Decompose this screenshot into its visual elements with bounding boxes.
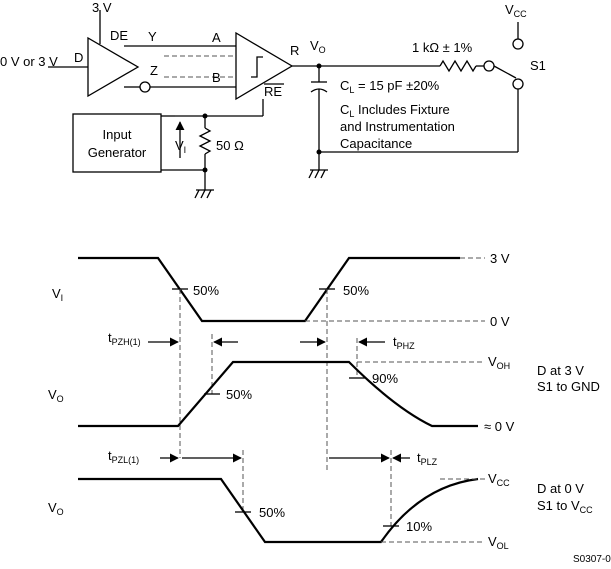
cl-note-line3: Capacitance <box>340 136 412 151</box>
vol-level: VOL <box>488 534 509 551</box>
load-resistor <box>439 59 477 73</box>
vi-rise-50: 50% <box>343 283 369 298</box>
vo1-rise-50: 50% <box>226 387 252 402</box>
vo2-waveform-group: VO VCC VOL 50% 10% D at 0 V S1 to VCC <box>48 471 593 551</box>
svg-text:Input: Input <box>103 127 132 142</box>
vcc-label: VCC <box>505 2 527 19</box>
vi-fall-50: 50% <box>193 283 219 298</box>
figure-id: S0307-01 <box>573 554 611 564</box>
receiver: A B R RE VO <box>164 30 440 117</box>
switch-vcc-terminal <box>512 38 524 50</box>
cond2-line2: S1 to VCC <box>537 498 593 515</box>
vi-waveform <box>78 256 460 323</box>
d-label: D <box>74 50 83 65</box>
vo1-low-level: ≈ 0 V <box>484 419 515 434</box>
switch-gnd-terminal <box>512 78 524 90</box>
de-label: DE <box>110 28 128 43</box>
tpzl-label: tPZL(1) <box>108 448 139 465</box>
svg-text:Generator: Generator <box>88 145 147 160</box>
r-label: R <box>290 43 299 58</box>
voh-level: VOH <box>488 354 510 371</box>
tpzh-marker: tPZH(1) <box>108 330 238 347</box>
tphz-label: tPHZ <box>393 334 415 351</box>
cond2-line1: D at 0 V <box>537 481 584 496</box>
driver: 3 V DE 0 V or 3 V D Y Z <box>0 0 236 98</box>
vo2-rise-10: 10% <box>406 519 432 534</box>
cl-note-line2: and Instrumentation <box>340 119 455 134</box>
z-open-terminal <box>139 81 151 93</box>
vi-label: VI <box>52 286 63 303</box>
tpzh-label: tPZH(1) <box>108 330 141 347</box>
load-network: CL = 15 pF ±20% CL Includes Fixture and … <box>308 2 546 179</box>
load-ground-symbol <box>308 169 328 179</box>
input-generator-box <box>72 113 162 173</box>
tplz-label: tPLZ <box>417 450 438 467</box>
tpzl-marker: tPZL(1) <box>108 448 242 465</box>
b-label: B <box>212 70 221 85</box>
vi-low-level: 0 V <box>490 314 510 329</box>
vi-waveform-group: VI 3 V 0 V 50% 50% <box>52 251 510 329</box>
tplz-marker: tPLZ <box>329 450 438 467</box>
termination-label: 50 Ω <box>216 138 244 153</box>
vo1-label: VO <box>48 387 64 404</box>
ground-symbol <box>194 189 214 199</box>
re-label: RE <box>264 84 282 99</box>
vo-label: VO <box>310 38 326 55</box>
supply-label: 3 V <box>92 0 112 15</box>
vi-high-level: 3 V <box>490 251 510 266</box>
vcc-level: VCC <box>488 471 510 488</box>
input-value-label: 0 V or 3 V <box>0 54 58 69</box>
load-resistor-label: 1 kΩ ± 1% <box>412 40 473 55</box>
cond1-line2: S1 to GND <box>537 379 600 394</box>
termination-resistor <box>198 127 212 155</box>
vo2-fall-50: 50% <box>259 505 285 520</box>
switch-blade <box>493 65 517 79</box>
cl-note-line1: CL Includes Fixture <box>340 102 450 119</box>
vi-label-schematic: VI <box>175 138 186 155</box>
cl-value-label: CL = 15 pF ±20% <box>340 78 440 95</box>
y-label: Y <box>148 29 157 44</box>
cond1-line1: D at 3 V <box>537 363 584 378</box>
vo2-label: VO <box>48 500 64 517</box>
switch-label: S1 <box>530 58 546 73</box>
switch-common <box>483 60 495 72</box>
a-label: A <box>212 30 221 45</box>
vo2-waveform <box>78 477 479 544</box>
input-generator: Input Generator VI 50 Ω <box>72 113 244 199</box>
vo1-waveform-group: VO VOH ≈ 0 V 50% 90% D at 3 V S1 to GND <box>48 354 600 434</box>
z-label: Z <box>150 63 158 78</box>
receiver-triangle <box>235 31 294 101</box>
vo1-fall-90: 90% <box>372 371 398 386</box>
vo1-waveform <box>78 360 478 428</box>
hysteresis-symbol <box>251 56 263 78</box>
tphz-marker: tPHZ <box>300 334 415 351</box>
